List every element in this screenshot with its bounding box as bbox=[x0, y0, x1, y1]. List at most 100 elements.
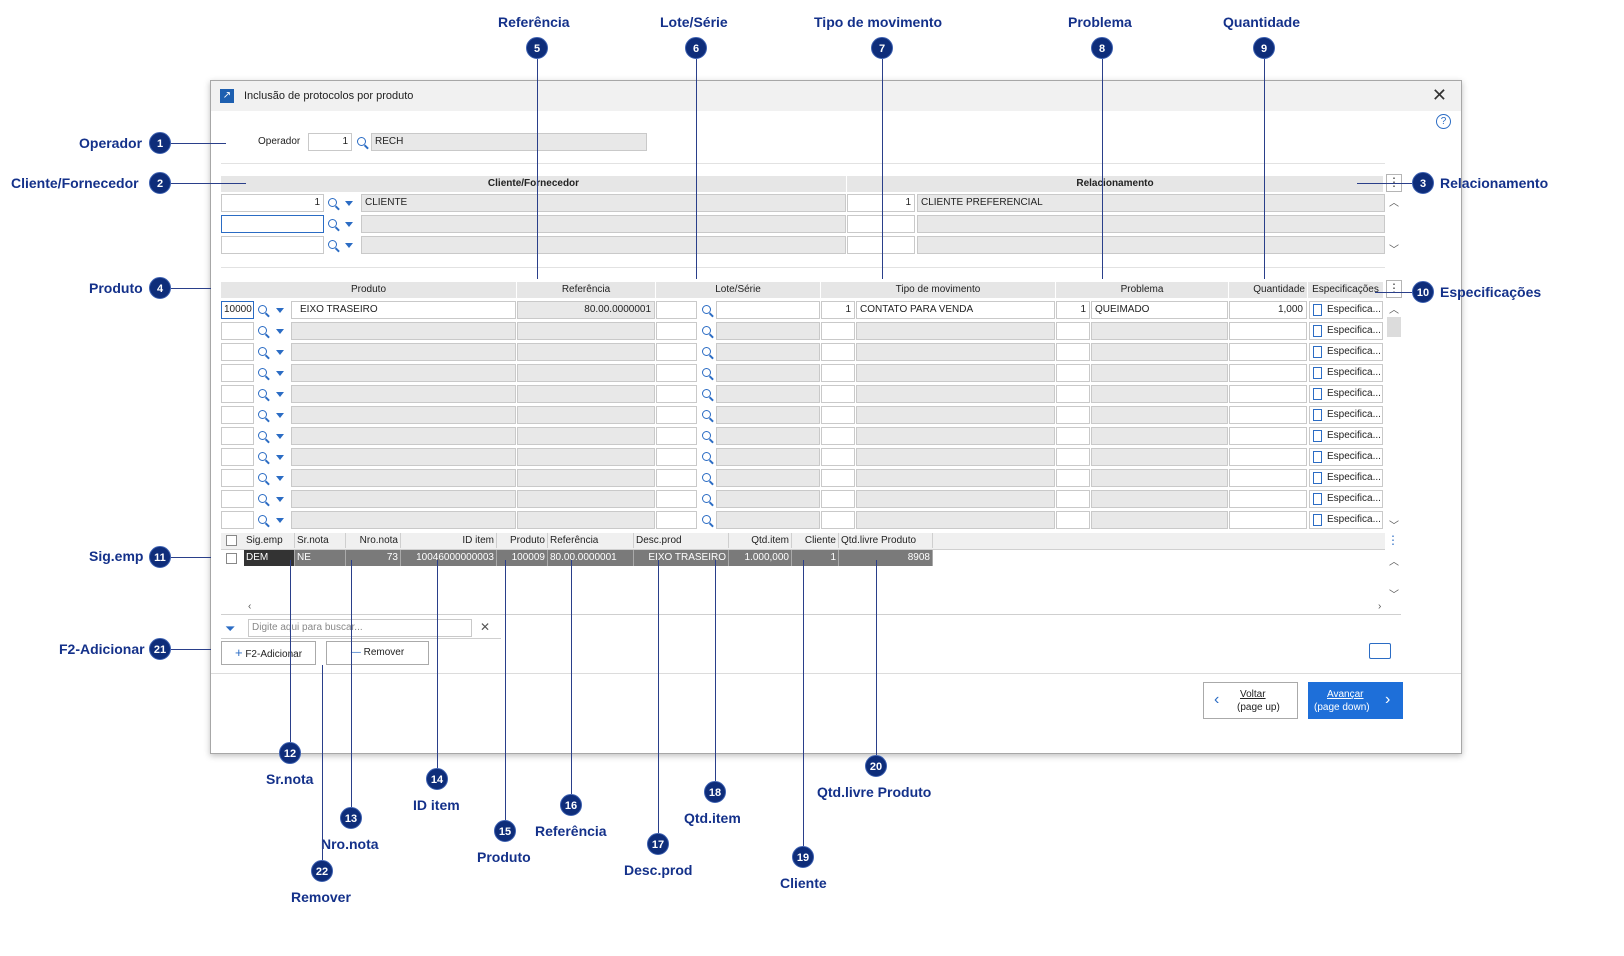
problem-code-input[interactable] bbox=[1056, 469, 1090, 487]
filter-icon[interactable]: ⏷ bbox=[225, 621, 236, 636]
lot-input[interactable] bbox=[656, 364, 697, 382]
product-dropdown-icon[interactable] bbox=[276, 497, 284, 502]
movement-type-code-input[interactable] bbox=[821, 322, 855, 340]
lot-input[interactable] bbox=[656, 511, 697, 529]
close-icon[interactable]: ✕ bbox=[1431, 85, 1447, 105]
specifications-button[interactable]: Especifica... bbox=[1309, 385, 1383, 403]
movement-type-code-input[interactable]: 1 bbox=[821, 301, 855, 319]
id-item-header[interactable]: ID item bbox=[401, 533, 497, 548]
product-search-icon[interactable] bbox=[258, 368, 267, 377]
scroll-up-icon[interactable]: ︿ bbox=[1389, 198, 1399, 209]
specifications-button[interactable]: Especifica... bbox=[1309, 469, 1383, 487]
back-button[interactable]: ‹ Voltar (page up) bbox=[1203, 682, 1298, 719]
cliente-header[interactable]: Cliente bbox=[792, 533, 839, 548]
layout-icon[interactable] bbox=[1369, 643, 1391, 659]
relationship-code-input[interactable]: 1 bbox=[847, 194, 915, 212]
quantity-input[interactable] bbox=[1229, 385, 1307, 403]
lot-input[interactable] bbox=[656, 343, 697, 361]
quantity-input[interactable] bbox=[1229, 427, 1307, 445]
product-search-icon[interactable] bbox=[258, 494, 267, 503]
product-code-input[interactable] bbox=[221, 406, 254, 424]
next-button[interactable]: Avançar (page down) › bbox=[1308, 682, 1403, 719]
product-code-input[interactable] bbox=[221, 427, 254, 445]
problem-code-input[interactable] bbox=[1056, 343, 1090, 361]
product-code-input[interactable] bbox=[221, 322, 254, 340]
product-dropdown-icon[interactable] bbox=[276, 392, 284, 397]
problem-code-input[interactable] bbox=[1056, 385, 1090, 403]
scroll-down-icon[interactable]: ﹀ bbox=[1389, 521, 1399, 532]
row-checkbox[interactable] bbox=[226, 553, 237, 564]
product-dropdown-icon[interactable] bbox=[276, 350, 284, 355]
product-search-icon[interactable] bbox=[258, 473, 267, 482]
movement-type-code-input[interactable] bbox=[821, 427, 855, 445]
quantity-input[interactable]: 1,000 bbox=[1229, 301, 1307, 319]
product-dropdown-icon[interactable] bbox=[276, 308, 284, 313]
movement-type-code-input[interactable] bbox=[821, 490, 855, 508]
clear-search-icon[interactable]: ✕ bbox=[480, 620, 491, 634]
quantity-input[interactable] bbox=[1229, 343, 1307, 361]
problem-code-input[interactable]: 1 bbox=[1056, 301, 1090, 319]
operator-search-icon[interactable] bbox=[357, 137, 366, 146]
lot-input[interactable] bbox=[656, 448, 697, 466]
product-code-input[interactable] bbox=[221, 511, 254, 529]
client-search-icon[interactable] bbox=[328, 219, 337, 228]
product-code-input[interactable] bbox=[221, 490, 254, 508]
scroll-down-icon[interactable]: ﹀ bbox=[1389, 590, 1399, 601]
operator-code-input[interactable]: 1 bbox=[308, 133, 352, 151]
scroll-right-icon[interactable]: › bbox=[1378, 601, 1382, 612]
sig-emp-header[interactable]: Sig.emp bbox=[244, 533, 295, 548]
client-code-input[interactable] bbox=[221, 236, 324, 254]
lot-search-icon[interactable] bbox=[702, 452, 711, 461]
product-code-input[interactable] bbox=[221, 469, 254, 487]
problem-code-input[interactable] bbox=[1056, 490, 1090, 508]
product-code-input[interactable] bbox=[221, 343, 254, 361]
relationship-code-input[interactable] bbox=[847, 215, 915, 233]
product-search-icon[interactable] bbox=[258, 452, 267, 461]
lot-search-icon[interactable] bbox=[702, 326, 711, 335]
product-search-icon[interactable] bbox=[258, 305, 267, 314]
product-search-icon[interactable] bbox=[258, 326, 267, 335]
quantity-input[interactable] bbox=[1229, 511, 1307, 529]
movement-type-code-input[interactable] bbox=[821, 364, 855, 382]
nro-nota-header[interactable]: Nro.nota bbox=[346, 533, 401, 548]
product-dropdown-icon[interactable] bbox=[276, 455, 284, 460]
product-dropdown-icon[interactable] bbox=[276, 413, 284, 418]
client-code-input[interactable] bbox=[221, 215, 324, 233]
problem-code-input[interactable] bbox=[1056, 322, 1090, 340]
scroll-left-icon[interactable]: ‹ bbox=[248, 601, 252, 612]
product-dropdown-icon[interactable] bbox=[276, 371, 284, 376]
select-all-checkbox[interactable] bbox=[226, 535, 237, 546]
help-icon[interactable]: ? bbox=[1436, 114, 1451, 129]
movement-type-code-input[interactable] bbox=[821, 511, 855, 529]
client-code-input[interactable]: 1 bbox=[221, 194, 324, 212]
lot-input[interactable] bbox=[656, 427, 697, 445]
problem-code-input[interactable] bbox=[1056, 427, 1090, 445]
product-search-icon[interactable] bbox=[258, 410, 267, 419]
product-dropdown-icon[interactable] bbox=[276, 476, 284, 481]
specifications-button[interactable]: Especifica... bbox=[1309, 406, 1383, 424]
product-search-icon[interactable] bbox=[258, 347, 267, 356]
lot-search-icon[interactable] bbox=[702, 410, 711, 419]
scrollbar-thumb[interactable] bbox=[1387, 317, 1401, 337]
client-dropdown-icon[interactable] bbox=[345, 222, 353, 227]
lot-input[interactable] bbox=[656, 490, 697, 508]
specifications-button[interactable]: Especifica... bbox=[1309, 511, 1383, 529]
client-dropdown-icon[interactable] bbox=[345, 243, 353, 248]
movement-type-code-input[interactable] bbox=[821, 469, 855, 487]
client-search-icon[interactable] bbox=[328, 198, 337, 207]
problem-code-input[interactable] bbox=[1056, 511, 1090, 529]
problem-code-input[interactable] bbox=[1056, 364, 1090, 382]
relationship-code-input[interactable] bbox=[847, 236, 915, 254]
lot-search-icon[interactable] bbox=[702, 347, 711, 356]
client-search-icon[interactable] bbox=[328, 240, 337, 249]
specifications-button[interactable]: Especifica... bbox=[1309, 364, 1383, 382]
product-search-icon[interactable] bbox=[258, 515, 267, 524]
problem-code-input[interactable] bbox=[1056, 448, 1090, 466]
lot-input[interactable] bbox=[656, 322, 697, 340]
qtd-livre-header[interactable]: Qtd.livre Produto bbox=[839, 533, 933, 548]
specifications-button[interactable]: Especifica... bbox=[1309, 427, 1383, 445]
remove-button[interactable]: — Remover bbox=[326, 641, 429, 665]
scroll-up-icon[interactable]: ︿ bbox=[1389, 305, 1399, 316]
specifications-options-icon[interactable]: ⋮ bbox=[1386, 280, 1402, 298]
specifications-button[interactable]: Especifica... bbox=[1309, 448, 1383, 466]
